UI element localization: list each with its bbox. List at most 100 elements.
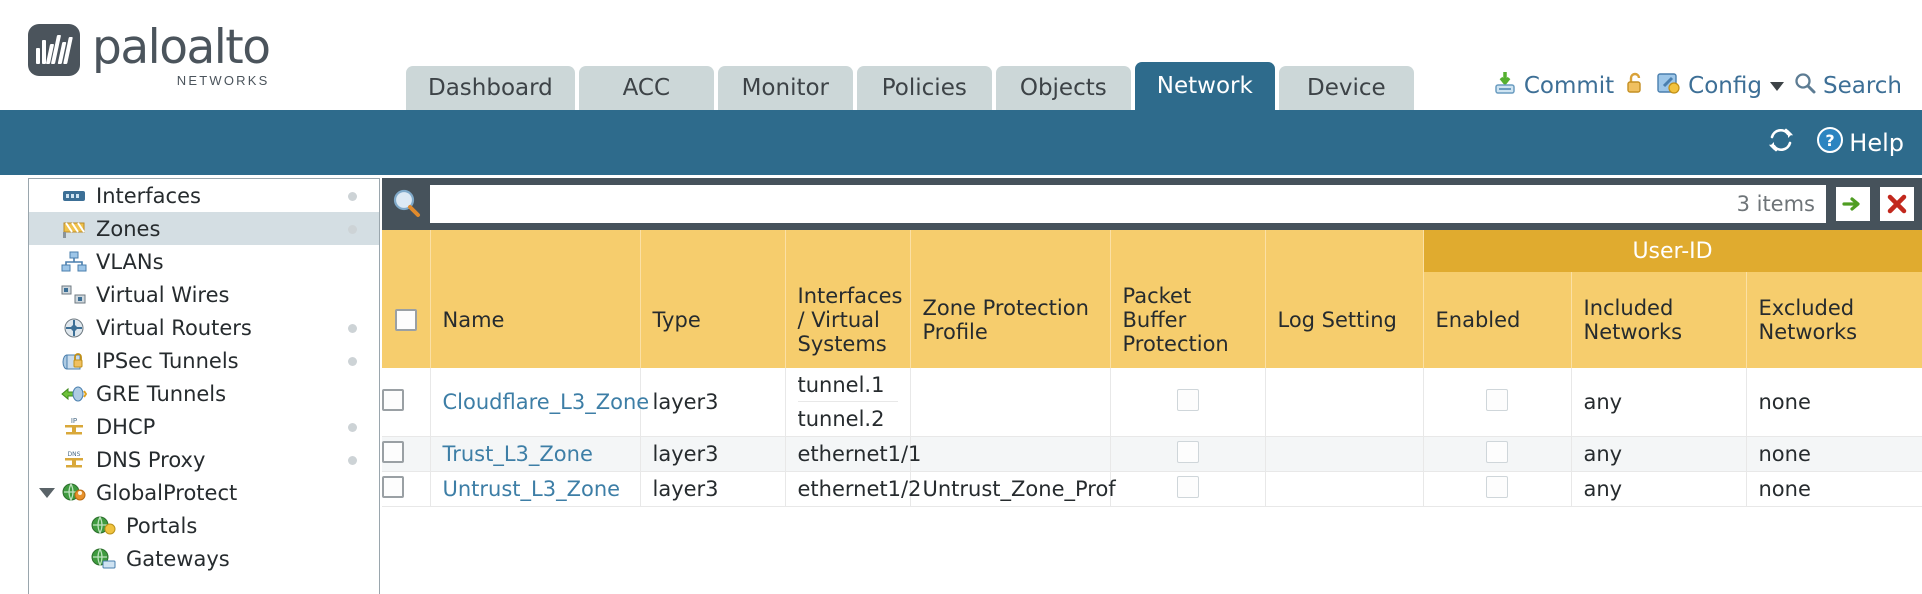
interface-entry: ethernet1/1 (797, 442, 922, 466)
select-all-checkbox[interactable] (394, 309, 417, 331)
config-label: Config (1688, 73, 1762, 99)
search-label: Search (1822, 73, 1902, 99)
row-checkbox[interactable] (382, 388, 404, 411)
column-header-name[interactable]: Name (430, 272, 641, 368)
packet-buffer-checkbox[interactable] (1176, 475, 1199, 498)
item-count-label: 3 items (1736, 192, 1815, 216)
zone-name-link[interactable]: Untrust_L3_Zone (442, 477, 621, 501)
tab-network[interactable]: Network (1134, 62, 1275, 110)
zone-name-link[interactable]: Trust_L3_Zone (442, 442, 593, 466)
cell-included-networks: any (1571, 436, 1747, 472)
utility-toolbar: Commit Config (1492, 70, 1902, 102)
cell-log-setting (1265, 436, 1424, 472)
search-input[interactable] (431, 187, 1737, 221)
portals-icon (91, 515, 117, 537)
vlans-icon (61, 251, 87, 273)
help-link[interactable]: ? Help (1816, 126, 1904, 159)
tab-dashboard[interactable]: Dashboard (406, 66, 575, 110)
config-lock-button[interactable] (1623, 71, 1647, 101)
virtual-wires-icon (61, 284, 87, 306)
column-header-zone-protection-profile[interactable]: Zone Protection Profile (910, 272, 1111, 368)
userid-enabled-checkbox[interactable] (1486, 440, 1508, 463)
column-header-excluded-networks[interactable]: Excluded Networks (1746, 272, 1922, 368)
cell-userid-enabled (1423, 471, 1572, 507)
config-menu-button[interactable]: Config (1656, 70, 1784, 102)
packet-buffer-checkbox[interactable] (1176, 440, 1199, 463)
zone-name-link[interactable]: Cloudflare_L3_Zone (442, 390, 650, 414)
main-content-panel: 3 items (382, 178, 1922, 594)
commit-button[interactable]: Commit (1492, 70, 1614, 102)
sidebar-item-dhcp[interactable]: IP DHCP (29, 410, 379, 443)
userid-enabled-checkbox[interactable] (1486, 475, 1508, 498)
chevron-down-icon[interactable] (39, 488, 55, 498)
commit-icon (1492, 70, 1518, 102)
tab-objects[interactable]: Objects (995, 66, 1131, 110)
brand-logo[interactable]: paloalto NETWORKS (28, 24, 271, 88)
sidebar-item-label: Virtual Wires (96, 282, 230, 307)
column-header-enabled[interactable]: Enabled (1423, 272, 1572, 368)
dhcp-icon: IP (61, 416, 87, 438)
interfaces-icon (61, 185, 87, 207)
column-header-interfaces-virtual-systems[interactable]: Interfaces / Virtual Systems (785, 272, 911, 368)
blue-header-band: ? Help (0, 110, 1922, 175)
padlock-icon (1623, 71, 1647, 101)
sidebar-item-ipsec-tunnels[interactable]: IPSec Tunnels (29, 344, 379, 377)
cell-type: layer3 (640, 436, 786, 472)
header-spacer (910, 230, 1111, 272)
sidebar-item-vlans[interactable]: VLANs (29, 245, 379, 278)
refresh-icon[interactable] (1766, 127, 1796, 158)
sidebar-item-portals[interactable]: Portals (29, 509, 379, 542)
paloalto-logo-mark (28, 24, 80, 76)
header-spacer (1265, 230, 1424, 272)
search-button[interactable]: Search (1793, 71, 1902, 101)
row-select-cell (382, 471, 431, 507)
sidebar-item-label: VLANs (96, 249, 164, 274)
userid-enabled-checkbox[interactable] (1486, 388, 1508, 411)
interface-entry: ethernet1/2 (797, 477, 922, 501)
column-header-log-setting[interactable]: Log Setting (1265, 272, 1424, 368)
row-checkbox[interactable] (382, 475, 404, 498)
globalprotect-icon (61, 482, 87, 504)
column-header-type[interactable]: Type (640, 272, 786, 368)
column-header-included-networks[interactable]: Included Networks (1571, 272, 1747, 368)
sidebar-item-gre-tunnels[interactable]: GRE Tunnels (29, 377, 379, 410)
apply-filter-button[interactable] (1836, 187, 1870, 221)
help-label: Help (1849, 128, 1904, 157)
sidebar-item-label: Interfaces (96, 183, 201, 208)
cell-zone-protection-profile (910, 368, 1111, 437)
sidebar-item-label: IPSec Tunnels (96, 348, 239, 373)
sidebar-item-gateways[interactable]: Gateways (29, 542, 379, 575)
sidebar-item-interfaces[interactable]: Interfaces (29, 179, 379, 212)
cell-interfaces: ethernet1/2 (785, 471, 922, 507)
search-icon[interactable] (390, 187, 424, 221)
sidebar-item-zones[interactable]: Zones (29, 212, 379, 245)
sidebar-item-virtual-wires[interactable]: Virtual Wires (29, 278, 379, 311)
sidebar-item-globalprotect[interactable]: GlobalProtect (29, 476, 379, 509)
header-spacer (430, 230, 641, 272)
gre-tunnels-icon (61, 383, 88, 405)
clear-filter-button[interactable] (1880, 187, 1914, 221)
row-select-cell (382, 368, 431, 437)
tab-monitor[interactable]: Monitor (717, 66, 853, 110)
tab-policies[interactable]: Policies (856, 66, 992, 110)
column-header-packet-buffer-protection[interactable]: Packet Buffer Protection (1110, 272, 1266, 368)
tab-device[interactable]: Device (1278, 66, 1414, 110)
cell-included-networks: any (1571, 471, 1747, 507)
search-input-wrapper[interactable]: 3 items (430, 185, 1826, 223)
sidebar-item-virtual-routers[interactable]: Virtual Routers (29, 311, 379, 344)
svg-text:?: ? (1826, 131, 1835, 150)
packet-buffer-checkbox[interactable] (1176, 388, 1199, 411)
sidebar-item-label: DHCP (96, 414, 156, 439)
tab-acc[interactable]: ACC (578, 66, 714, 110)
status-dot (348, 192, 357, 201)
row-checkbox[interactable] (382, 440, 404, 463)
magnifier-icon (1793, 71, 1817, 101)
